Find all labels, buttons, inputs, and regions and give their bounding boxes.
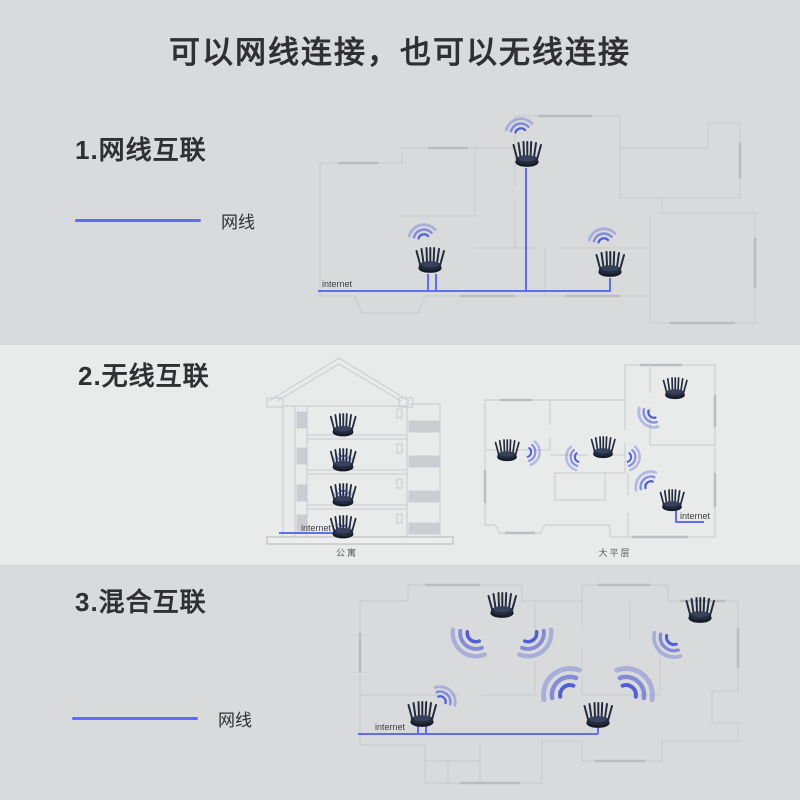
wifi-signal-icon <box>624 444 644 473</box>
wifi-signal-icon <box>586 224 618 246</box>
legend-hybrid: 网线 <box>72 706 252 731</box>
legend-wired: 网线 <box>75 208 255 233</box>
floorplan-windows <box>358 583 740 785</box>
internet-label: internet <box>680 511 711 521</box>
wifi-signal-icon <box>632 403 663 434</box>
router-icon <box>494 439 520 463</box>
wireless-section-band <box>0 345 800 565</box>
ethernet-cable-path <box>358 723 599 735</box>
legend-label: 网线 <box>218 711 252 730</box>
internet-label: internet <box>375 722 406 732</box>
wifi-signal-icon <box>629 465 661 496</box>
wifi-signal-icon <box>515 624 558 664</box>
building-hatch-blocks <box>296 411 440 535</box>
flat-caption: 大平层 <box>598 547 631 558</box>
ethernet-cable-path <box>318 168 611 292</box>
router-icon <box>595 251 625 278</box>
apartment-elevation-diagram: internet 公寓 <box>266 357 454 558</box>
floorplan-walls <box>319 115 756 324</box>
ground-slab <box>266 536 454 545</box>
wifi-signal-icon <box>406 220 438 242</box>
router-icon <box>487 592 517 619</box>
wifi-signal-icon <box>525 439 543 468</box>
floorplan-windows <box>338 114 757 325</box>
wifi-signal-icon <box>645 626 687 666</box>
page-title: 可以网线连接，也可以无线连接 <box>169 35 631 70</box>
section-heading-hybrid: 3.混合互联 <box>75 587 207 617</box>
internet-label: internet <box>301 523 332 533</box>
legend-label: 网线 <box>221 213 255 232</box>
router-icon <box>415 247 445 274</box>
flat-floorplan-diagram: internet 大平层 <box>483 363 717 558</box>
router-icon <box>590 436 616 460</box>
apartment-caption: 公寓 <box>336 547 358 558</box>
floorplan-windows <box>483 363 717 539</box>
router-icon <box>659 489 685 513</box>
router-icon <box>662 377 688 401</box>
ethernet-cable-line <box>75 219 201 222</box>
router-icon <box>329 413 357 438</box>
router-icon <box>583 702 613 729</box>
wifi-signal-icon <box>562 444 582 473</box>
hybrid-floorplan-diagram: internet <box>358 583 740 785</box>
floorplan-walls <box>359 584 739 784</box>
wifi-signal-icon <box>612 660 661 706</box>
internet-label: internet <box>322 279 353 289</box>
wired-floorplan-diagram: internet <box>318 114 757 325</box>
section-heading-wired: 1.网线互联 <box>75 135 207 165</box>
wifi-signal-icon <box>446 624 489 664</box>
router-icon <box>329 515 357 540</box>
router-icon <box>512 141 542 168</box>
building-walls <box>266 357 441 537</box>
router-icon <box>407 701 437 728</box>
ethernet-cable-line <box>72 717 198 720</box>
wifi-signal-icon <box>535 660 584 706</box>
wifi-signal-icon <box>503 114 535 136</box>
section-heading-wireless: 2.无线互联 <box>78 361 210 391</box>
